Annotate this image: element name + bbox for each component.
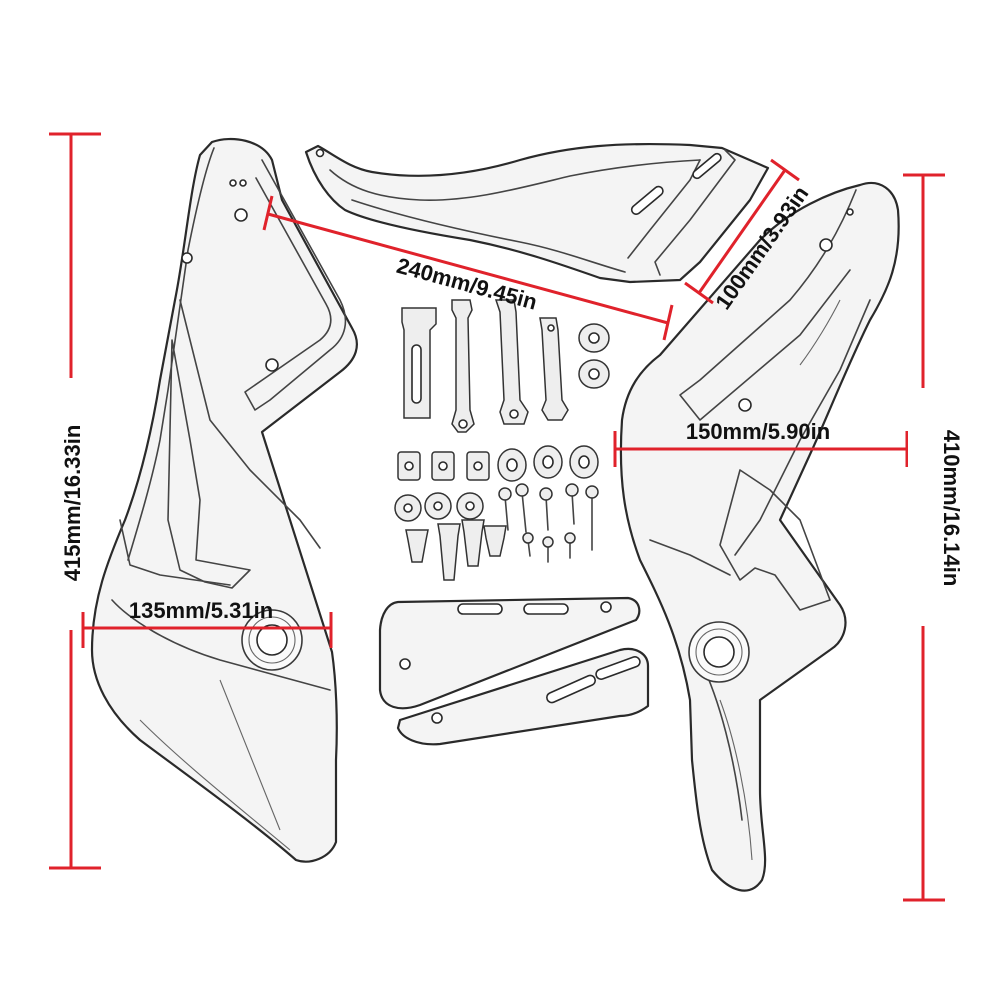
- dimension-right-width: 150mm/5.90in: [613, 419, 909, 467]
- dim-label-right-height: 410mm/16.14in: [939, 430, 964, 587]
- dimension-left-height: 415mm/16.33in: [49, 132, 101, 870]
- dimension-right-height: 410mm/16.14in: [903, 173, 964, 902]
- well-nuts: [405, 519, 507, 581]
- dimension-left-width: 135mm/5.31in: [81, 598, 333, 648]
- left-fairing-panel: [90, 138, 358, 863]
- dim-label-left-height: 415mm/16.33in: [60, 425, 85, 582]
- mounting-strap-brackets: [401, 299, 569, 433]
- dim-label-left-width: 135mm/5.31in: [129, 598, 273, 623]
- right-fairing-panel: [619, 182, 900, 892]
- bolts: [498, 483, 599, 563]
- spacers: [578, 323, 610, 389]
- top-bracket: [304, 142, 770, 284]
- mounting-plate-lower: [396, 647, 650, 746]
- mounting-plate-upper: [378, 596, 641, 710]
- clip-nuts: [397, 451, 490, 481]
- washers: [394, 492, 484, 522]
- dim-label-right-width: 150mm/5.90in: [686, 419, 830, 444]
- rubber-grommets: [497, 445, 599, 482]
